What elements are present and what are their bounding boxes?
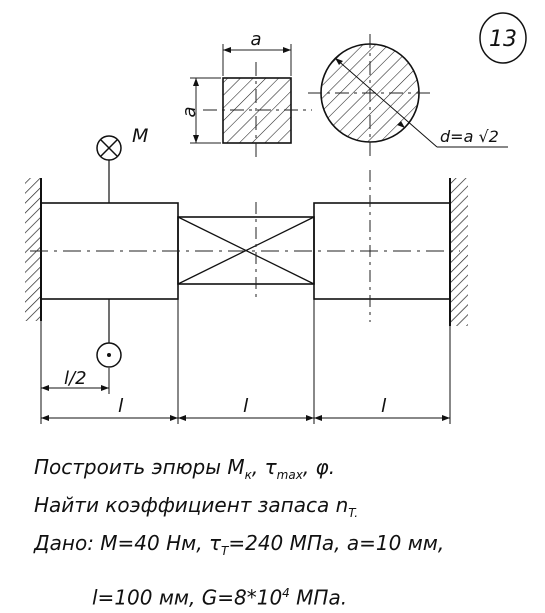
half-length-dimension: l/2 — [41, 368, 110, 394]
task-line-1: Построить эпюры Mк, τmax, φ. — [34, 455, 336, 482]
right-fixed-support — [449, 178, 468, 326]
given-line-1: Дано: M=40 Нм, τT=240 МПа, a=10 мм, — [34, 531, 445, 558]
side-a-left-label: a — [179, 106, 200, 117]
span-1-label: l — [118, 395, 124, 417]
given-line-2: l=100 мм, G=8*104 МПа. — [92, 585, 348, 610]
moment-into-page-symbol: M — [96, 125, 148, 203]
moment-out-of-page-symbol — [96, 299, 122, 368]
badge-number: 13 — [489, 27, 517, 52]
shaft-diagram: 13 a a d=a √2 — [25, 12, 527, 424]
moment-label: M — [132, 125, 148, 147]
diameter-label: d=a √2 — [440, 127, 499, 146]
problem-statement: Построить эпюры Mк, τmax, φ. Найти коэфф… — [34, 452, 534, 613]
span-dimensions: l l l — [40, 299, 451, 424]
problem-number-badge: 13 — [479, 12, 527, 64]
half-length-label: l/2 — [64, 368, 87, 389]
square-cross-section: a a — [179, 29, 312, 160]
span-2-label: l — [243, 395, 249, 417]
circular-cross-section: d=a √2 — [308, 34, 508, 158]
task-line-2: Найти коэффициент запаса nT. — [34, 493, 359, 520]
left-fixed-support — [25, 178, 42, 321]
side-a-top-label: a — [250, 29, 261, 50]
span-3-label: l — [381, 395, 387, 417]
